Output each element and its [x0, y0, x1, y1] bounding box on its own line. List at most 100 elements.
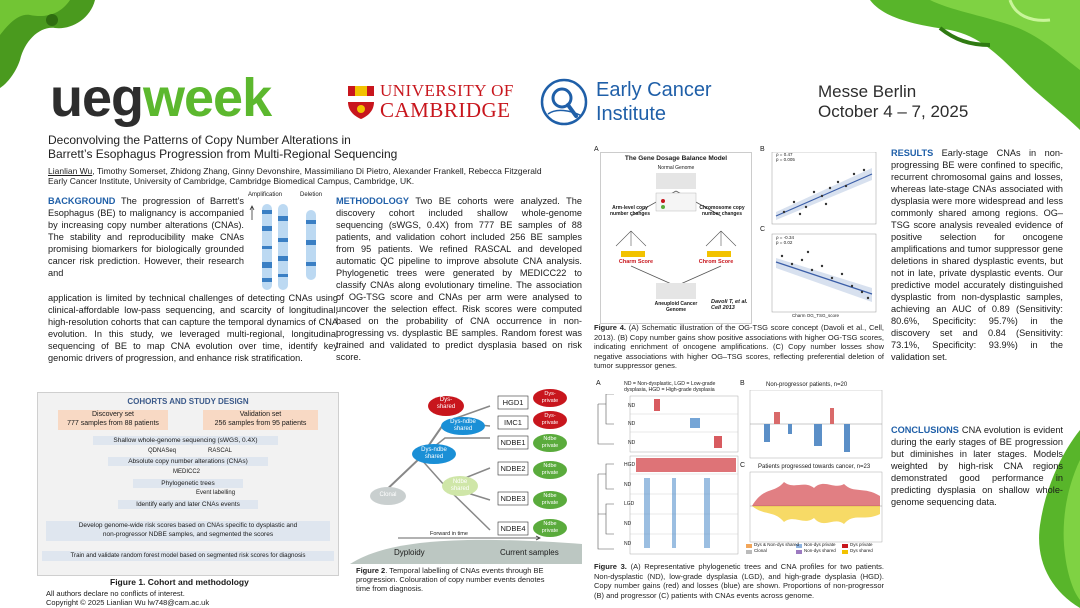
- node-clonal: Clonal: [379, 492, 397, 498]
- fig1-caption: Figure 1. Cohort and methodology: [110, 577, 249, 587]
- fig4-charm-score: Charm Score: [618, 259, 654, 265]
- results-heading: RESULTS: [891, 148, 934, 158]
- methodology-section: METHODOLOGY Two BE cohorts were analyzed…: [336, 195, 582, 363]
- fig3-key-1: Dys & Non-dys shared: [754, 542, 800, 547]
- label-ndbe-private-3: Ndbe private: [541, 493, 559, 506]
- fig1-tool2: RASCAL: [208, 448, 233, 454]
- fig4-model-title: The Gene Dosage Balance Model: [624, 155, 728, 162]
- week-logo-text: week: [143, 68, 272, 128]
- fig3-row-top-3: ND: [628, 440, 636, 446]
- deletion-label: Deletion: [300, 192, 323, 198]
- sample-ndbe1: NDBE1: [500, 438, 526, 447]
- chameleon-decoration-bottom: [1039, 430, 1080, 608]
- sample-ndbe3: NDBE3: [500, 494, 526, 503]
- fig3-caption: Figure 3. (A) Representative phylogeneti…: [594, 562, 884, 600]
- title-line1: Deconvolving the Patterns of Copy Number…: [48, 133, 351, 147]
- background-text1: The progression of Barrett’s Esophagus (…: [48, 196, 244, 278]
- fig4-caption-bold: Figure 4.: [594, 323, 626, 332]
- figure1-study-design: COHORTS AND STUDY DESIGN Discovery set 7…: [37, 392, 339, 576]
- fig1-discovery-box: Discovery set 777 samples from 88 patien…: [58, 410, 168, 430]
- fig3-row-bottom-4: ND: [624, 521, 632, 527]
- fig1-validation-box: Validation set 256 samples from 95 patie…: [203, 410, 318, 430]
- fig1-validation-text: 256 samples from 95 patients: [214, 420, 307, 427]
- fig2-tree-graphic: [350, 389, 582, 564]
- amplification-label: Amplification: [248, 192, 283, 198]
- results-section: RESULTS Early-stage CNAs in non-progress…: [891, 147, 1063, 363]
- conflict-statement: All authors declare no conflicts of inte…: [46, 589, 185, 598]
- fig3-profile-plots: [746, 390, 883, 554]
- ueg-week-logo: uegweek: [50, 68, 272, 128]
- eci-logo: Early Cancer Institute: [540, 78, 740, 128]
- forward-in-time-label: Forward in time: [430, 531, 468, 537]
- fig3-legend-line2: dysplasia, HGD = High-grade dysplasia: [624, 387, 715, 393]
- fig3-row-bottom-5: ND: [624, 541, 632, 547]
- fig4-model-diagram: The Gene Dosage Balance Model Normal Gen…: [600, 152, 752, 324]
- background-section-top: BACKGROUND The progression of Barrett’s …: [48, 195, 244, 279]
- fig3-key-5: Non-dys shared: [804, 548, 836, 553]
- magnifier-logo-icon: [540, 78, 588, 126]
- fig3-prog-title: Patients progressed towards cancer, n=23: [758, 464, 871, 470]
- footer: All authors declare no conflicts of inte…: [46, 589, 209, 607]
- fig3-heatmap-graphic: [597, 394, 739, 555]
- fig1-step3: Phylogenetic trees: [133, 479, 243, 488]
- authors: Lianlian Wu, Timothy Somerset, Zhidong Z…: [48, 166, 608, 186]
- fig4-c-stats: ρ = -0.34 p = 0.02: [776, 235, 794, 245]
- chromosome-ideogram: Amplification Deletion: [248, 192, 338, 292]
- fig1-discovery-text: 777 samples from 88 patients: [67, 420, 159, 427]
- fig3-row-top-2: ND: [628, 421, 636, 427]
- conclusions-text: CNA evolution is evident during the earl…: [891, 425, 1063, 507]
- label-ndbe-private-4: Ndbe private: [541, 521, 559, 534]
- fig4-panel-c-label: C: [760, 226, 766, 233]
- fig1-tool4: Event labelling: [196, 490, 236, 496]
- fig4-chrom-score: Chrom Score: [698, 259, 734, 265]
- fig3-key-3: Dys private: [850, 542, 873, 547]
- fig1-step5-line2: non-progressor NDBE samples, and segment…: [102, 531, 274, 538]
- fig4-caption-text: (A) Schematic illustration of the OG-TSG…: [594, 323, 884, 370]
- cambridge-line1: UNIVERSITY OF: [380, 81, 514, 100]
- fig4-caption: Figure 4. (A) Schematic illustration of …: [594, 323, 884, 371]
- methodology-heading: METHODOLOGY: [336, 196, 409, 206]
- fig4-b-stats: ρ = 0.47 p = 0.005: [776, 152, 795, 162]
- conclusions-heading: CONCLUSIONS: [891, 425, 959, 435]
- figure4-og-tsg: A The Gene Dosage Balance Model Normal G…: [592, 146, 882, 324]
- sample-imc1: IMC1: [504, 418, 522, 427]
- fig3-row-top-1: ND: [628, 403, 636, 409]
- background-heading: BACKGROUND: [48, 196, 116, 206]
- label-dys-private-1: Dys- private: [541, 391, 559, 404]
- fig1-tool3: MEDICC2: [173, 469, 201, 475]
- fig3-legend-line1: ND = Non-dysplastic, LGD = Low-grade: [624, 381, 716, 387]
- fig1-step5-line1: Develop genome-wide risk scores based on…: [78, 522, 298, 529]
- fig1-title: COHORTS AND STUDY DESIGN: [127, 397, 249, 406]
- eci-line2: Institute: [596, 103, 667, 125]
- fig4-xlabel: Charm OG_TSG_score: [792, 313, 840, 318]
- affiliation: Early Cancer Institute, University of Ca…: [48, 176, 415, 186]
- fig3-row-bottom-1: HGD: [624, 462, 636, 468]
- cambridge-logo: UNIVERSITY OF CAMBRIDGE: [346, 82, 521, 122]
- poster-title: Deconvolving the Patterns of Copy Number…: [48, 133, 397, 161]
- fig3-nonprog-title: Non-progressor patients, n=20: [766, 382, 848, 388]
- figure2-temporal-tree: Dys- shared Dys-ndbe shared Dys-ndbe sha…: [350, 388, 582, 564]
- fig3-panel-c-label: C: [740, 462, 746, 469]
- chameleon-decoration-left: [0, 0, 95, 88]
- label-ndbe-private-2: Ndbe private: [541, 463, 559, 476]
- ueg-logo-text: ueg: [50, 68, 144, 128]
- figure3-phylogenetic-cna: A B C ND = Non-dysplastic, LGD = Low-gra…: [594, 378, 884, 556]
- cambridge-line2: CAMBRIDGE: [380, 98, 511, 122]
- fig1-validation-title: Validation set: [239, 411, 282, 418]
- conclusions-section: CONCLUSIONS CNA evolution is evident dur…: [891, 424, 1063, 508]
- fig3-caption-text: (A) Representative phylogenetic trees an…: [594, 562, 884, 600]
- fig1-step2: Absolute copy number alterations (CNAs): [108, 457, 268, 466]
- node-dys-ndbe-shared-top: Dys-ndbe shared: [450, 419, 476, 432]
- fig3-row-bottom-2: ND: [624, 482, 632, 488]
- chameleon-decoration-right: [870, 0, 1080, 130]
- dyploidy-label: Dyploidy: [394, 548, 425, 557]
- fig2-caption-bold: Figure 2: [356, 566, 386, 575]
- chromosome-graphic: [249, 204, 316, 290]
- fig4-arm-right: Chromosome copy number changes: [699, 205, 745, 217]
- fig4-normal-genome: Normal Genome: [657, 165, 695, 171]
- fig3-row-bottom-3: LGD: [624, 501, 635, 507]
- fig3-key-2: Non-dys private: [804, 542, 836, 547]
- results-text: Early-stage CNAs in non-progressing BE w…: [891, 148, 1063, 362]
- node-dys-shared: Dys- shared: [436, 397, 456, 410]
- venue: Messe Berlin: [818, 82, 917, 101]
